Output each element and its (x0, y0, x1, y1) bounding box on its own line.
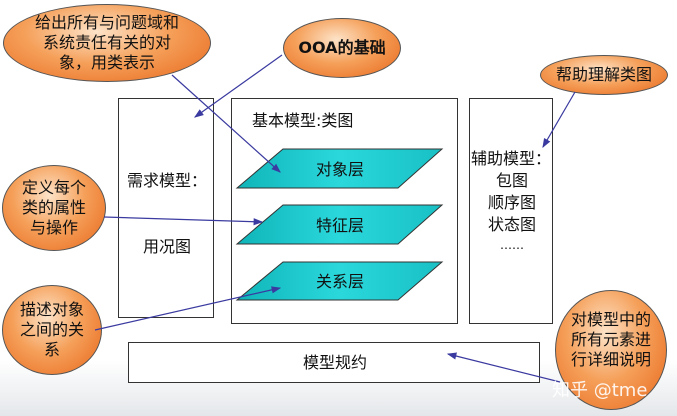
layer-relation: 关系层 (315, 272, 364, 291)
arrow-objects (171, 74, 281, 173)
auxiliary-model-box: 辅助模型： 包图 顺序图 状态图 …… (469, 98, 553, 324)
layer-object-shape (235, 148, 444, 189)
spec-label: 模型规约 (302, 353, 367, 372)
arrow-spec (446, 352, 561, 383)
callout-help: 帮助理解类图 (540, 55, 668, 95)
auxiliary-item: …… (500, 238, 524, 252)
layer-feature-shape (235, 204, 444, 245)
requirements-title: 需求模型： (126, 171, 207, 190)
arrow-relations (94, 286, 282, 331)
layer-feature: 特征层 (315, 216, 364, 235)
layer-object: 对象层 (315, 160, 364, 179)
callout-objects: 给出所有与问题域和系统责任有关的对象，用类表示 (3, 4, 211, 82)
basic-title: 基本模型:类图 (252, 111, 354, 130)
arrow-attrs (103, 216, 264, 226)
callout-ooa: OOA的基础 (283, 18, 401, 78)
requirements-item: 用况图 (142, 237, 191, 256)
auxiliary-item: 包图 (495, 171, 528, 190)
callout-spec: 对模型中的所有元素进行详细说明 (555, 290, 667, 410)
watermark: 知乎 @tme (552, 380, 648, 401)
callout-relations: 描述对象之间的关系 (2, 285, 102, 375)
arrow-help (542, 91, 576, 149)
auxiliary-item: 状态图 (487, 215, 536, 234)
layer-relation-shape (235, 261, 444, 301)
requirements-model-box: 需求模型： 用况图 (118, 98, 214, 318)
arrow-ooa (194, 54, 283, 118)
callout-attrs: 定义每个类的属性与操作 (2, 165, 106, 251)
auxiliary-item: 顺序图 (487, 193, 536, 212)
spec-box: 模型规约 (128, 342, 540, 383)
auxiliary-title: 辅助模型： (470, 149, 551, 168)
